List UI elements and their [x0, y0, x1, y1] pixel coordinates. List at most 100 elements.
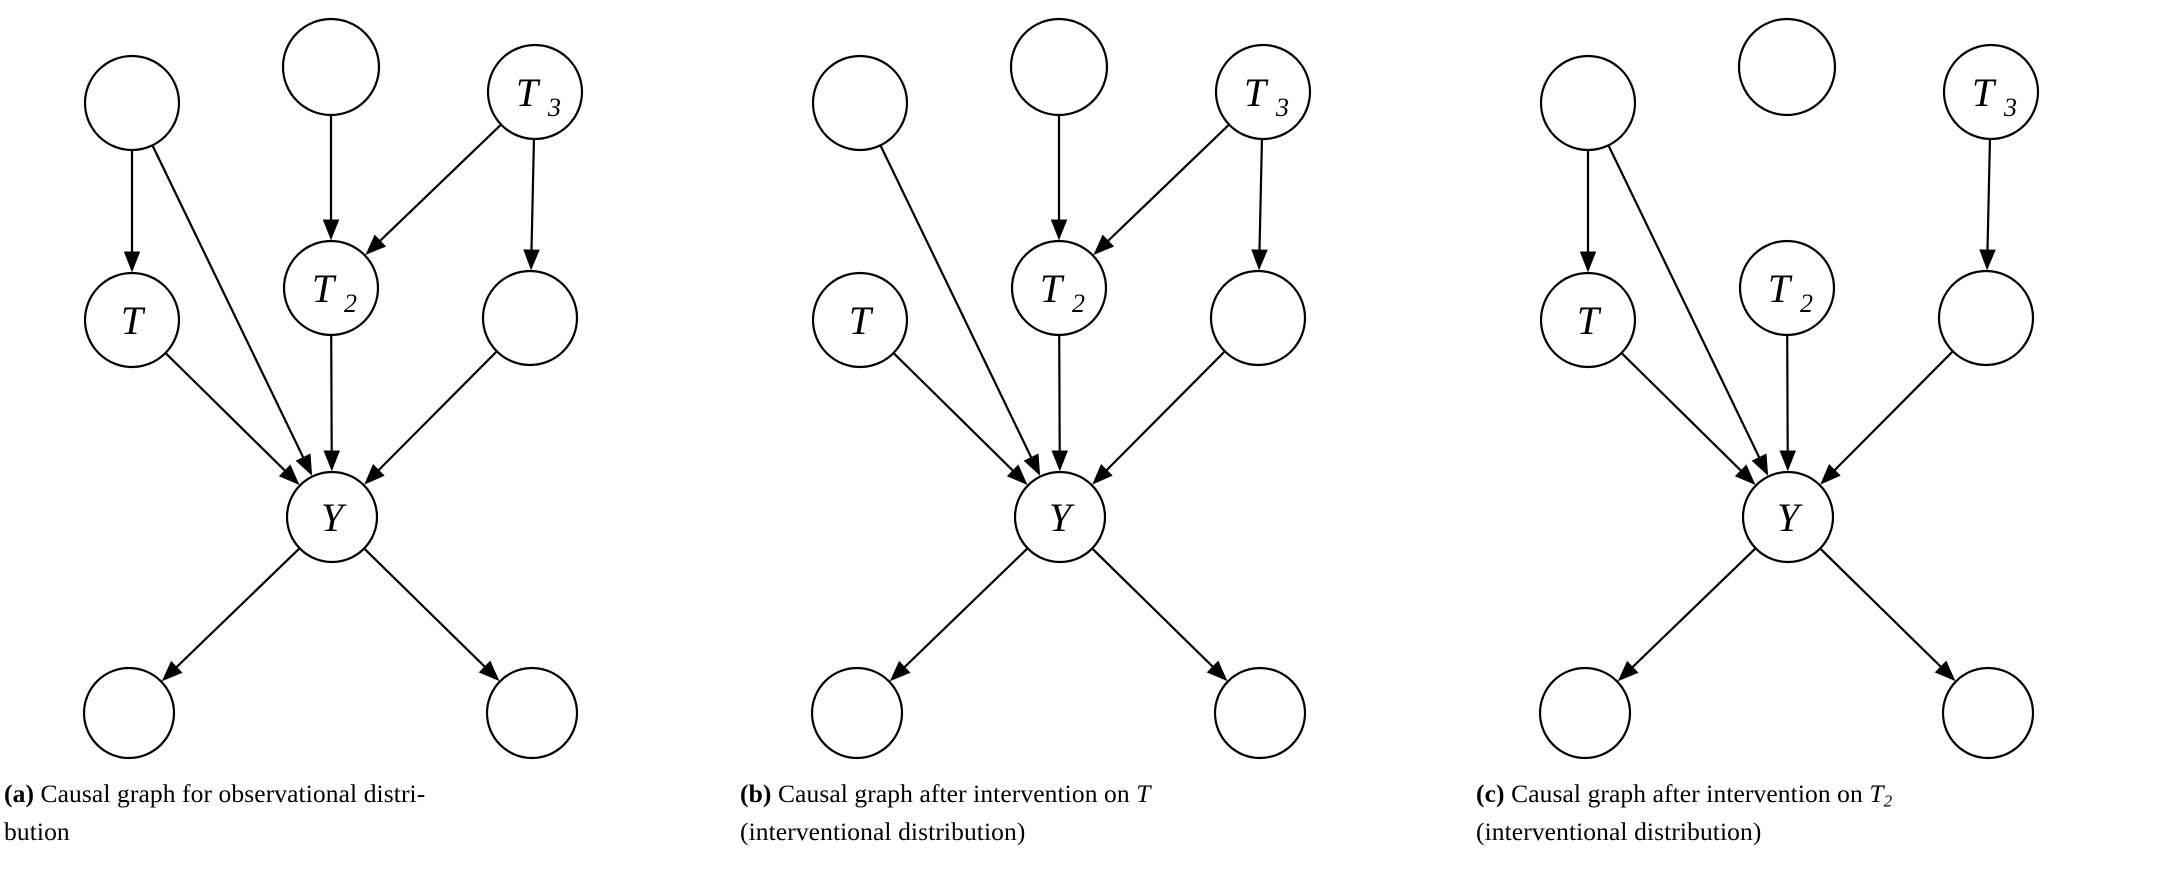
- arrowhead-y-to-c1: [161, 660, 183, 682]
- node-circle-y: [1741, 470, 1835, 564]
- panel-c-caption-text: Causal graph after intervention on: [1511, 779, 1863, 808]
- panel-a-caption: (a) Causal graph for observational distr…: [4, 778, 694, 847]
- node-label-t2: T: [1768, 266, 1793, 311]
- arrowhead-u2-to-t2: [322, 219, 340, 241]
- panel-b-caption-text2: (interventional distribution): [740, 817, 1026, 847]
- node-circle-u3: [1209, 269, 1307, 367]
- arrowhead-u3-to-y: [1820, 464, 1841, 485]
- node-u3[interactable]: [481, 269, 579, 367]
- node-c1[interactable]: [82, 666, 176, 760]
- node-t[interactable]: T: [1539, 271, 1637, 369]
- edge-y-to-c1: [175, 548, 300, 668]
- arrowhead-t3-to-u3: [1979, 249, 1996, 271]
- arrowhead-u1-to-y: [1751, 453, 1769, 476]
- edge-y-to-c2: [1820, 548, 1942, 668]
- node-u1[interactable]: [1539, 54, 1637, 152]
- node-c2[interactable]: [1941, 666, 2035, 760]
- node-label-t: T: [849, 298, 874, 343]
- node-circle-t2: [1010, 239, 1108, 337]
- panel-b-caption-math: T: [1136, 779, 1151, 808]
- edge-t2-to-y: [1058, 335, 1061, 452]
- edge-layer: [123, 116, 540, 682]
- edge-t2-to-y: [330, 335, 333, 452]
- edge-t3-to-u3: [1986, 139, 1992, 251]
- arrowhead-t-to-y: [1734, 464, 1756, 485]
- arrowhead-t3-to-t2: [1093, 234, 1115, 255]
- edge-t-to-y: [893, 352, 1014, 472]
- node-sublabel-t3: 3: [1275, 93, 1289, 122]
- arrowhead-y-to-c1: [1617, 660, 1639, 682]
- node-circle-c1: [810, 666, 904, 760]
- node-u1[interactable]: [83, 54, 181, 152]
- node-circle-c2: [485, 666, 579, 760]
- edge-layer: [879, 116, 1268, 682]
- node-circle-u3: [481, 269, 579, 367]
- node-sublabel-t2: 2: [344, 289, 357, 318]
- node-label-t2: T: [1040, 266, 1065, 311]
- node-circle-u2: [1737, 17, 1837, 117]
- edge-t3-to-u3: [530, 139, 536, 251]
- node-circle-y: [1013, 470, 1107, 564]
- node-label-t: T: [1577, 298, 1602, 343]
- node-circle-t3: [1942, 43, 2040, 141]
- edge-u3-to-y: [377, 351, 497, 471]
- edge-t3-to-u3: [1258, 139, 1264, 251]
- node-circle-u1: [83, 54, 181, 152]
- node-label-t2: T: [312, 266, 337, 311]
- node-u1[interactable]: [811, 54, 909, 152]
- node-t[interactable]: T: [83, 271, 181, 369]
- edge-y-to-c1: [903, 548, 1028, 668]
- node-u2[interactable]: [1737, 17, 1837, 117]
- node-circle-u3: [1937, 269, 2035, 367]
- node-u3[interactable]: [1937, 269, 2035, 367]
- node-y[interactable]: Y: [1013, 470, 1107, 564]
- node-circle-c2: [1213, 666, 1307, 760]
- node-c1[interactable]: [1538, 666, 1632, 760]
- node-circle-t2: [282, 239, 380, 337]
- edge-layer: [1579, 139, 1996, 682]
- node-c2[interactable]: [485, 666, 579, 760]
- edge-t-to-y: [1621, 352, 1742, 472]
- node-label-y: Y: [1049, 495, 1075, 540]
- node-circle-y: [285, 470, 379, 564]
- panel-a-caption-text: Causal graph for observational distri-: [40, 779, 426, 808]
- edge-y-to-c2: [1092, 548, 1214, 668]
- edge-t3-to-t2: [379, 124, 502, 242]
- node-c2[interactable]: [1213, 666, 1307, 760]
- node-c1[interactable]: [810, 666, 904, 760]
- node-circle-t2: [1738, 239, 1836, 337]
- node-circle-c1: [1538, 666, 1632, 760]
- node-y[interactable]: Y: [1741, 470, 1835, 564]
- edge-y-to-c2: [364, 548, 486, 668]
- node-sublabel-t2: 2: [1072, 289, 1085, 318]
- node-label-t3: T: [516, 70, 541, 115]
- arrowhead-t2-to-y: [1779, 450, 1796, 472]
- panel-b-caption-label: (b): [740, 779, 772, 808]
- node-y[interactable]: Y: [285, 470, 379, 564]
- node-u2[interactable]: [281, 17, 381, 117]
- node-sublabel-t2: 2: [1800, 289, 1813, 318]
- node-circle-u1: [1539, 54, 1637, 152]
- node-u2[interactable]: [1009, 17, 1109, 117]
- edge-u3-to-y: [1833, 351, 1953, 471]
- node-circle-u2: [1009, 17, 1109, 117]
- edge-t2-to-y: [1786, 335, 1789, 452]
- panel-c-caption-label: (c): [1476, 779, 1505, 808]
- node-u3[interactable]: [1209, 269, 1307, 367]
- node-t[interactable]: T: [811, 271, 909, 369]
- arrowhead-u3-to-y: [1092, 464, 1113, 485]
- edge-u1-to-y: [879, 145, 1033, 459]
- arrowhead-t3-to-u3: [523, 249, 540, 271]
